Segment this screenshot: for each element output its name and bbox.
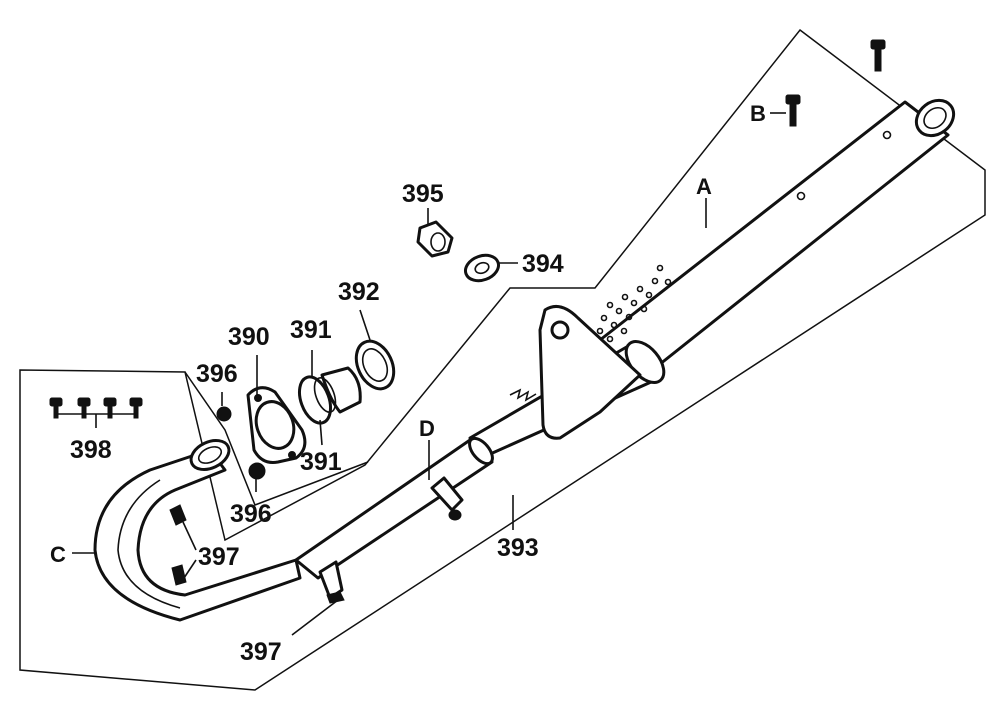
part-394-washer <box>464 253 500 283</box>
label-393: 393 <box>497 534 539 562</box>
leader-392 <box>359 309 371 341</box>
part-395-grommet <box>416 220 454 258</box>
label-391-upper: 391 <box>290 316 332 344</box>
muffler-group-boundary <box>19 28 986 691</box>
label-398: 398 <box>70 436 112 464</box>
header-pipe-outer <box>93 448 302 622</box>
part-396-nut-lower <box>248 462 266 480</box>
letter-b: B <box>750 101 766 126</box>
part-391-collar <box>297 366 362 425</box>
label-392: 392 <box>338 278 380 306</box>
leader-397a <box>182 521 197 551</box>
letter-d: D <box>419 416 435 441</box>
label-395: 395 <box>402 180 444 208</box>
perforated-section <box>596 264 672 343</box>
label-397-upper: 397 <box>198 543 240 571</box>
part-390-flange <box>246 386 307 464</box>
leader-397b <box>183 559 197 579</box>
part-396-nut-upper <box>216 406 232 422</box>
mid-pipe-clamp <box>430 476 464 512</box>
muffler-body <box>598 100 950 382</box>
bracket-hole <box>550 320 570 340</box>
part-392-gasket <box>354 339 396 391</box>
joint-clamp <box>318 560 344 600</box>
muffler-mount-bracket <box>538 304 642 440</box>
label-397-lower: 397 <box>240 638 282 666</box>
letter-a: A <box>696 174 712 199</box>
header-group-boundary <box>184 371 369 506</box>
label-391-lower: 391 <box>300 448 342 476</box>
muffler-assembly <box>294 98 956 604</box>
part-398-bolts <box>49 397 143 428</box>
label-396-lower: 396 <box>230 500 272 528</box>
leader-391b <box>319 419 323 446</box>
muffler-end-cap <box>914 98 956 138</box>
header-pipe <box>93 438 302 622</box>
leader-397c <box>291 599 339 636</box>
b-bolts <box>785 39 886 127</box>
header-clamp-upper <box>169 504 187 526</box>
header-clamp-lower <box>171 564 187 586</box>
letter-c: C <box>50 542 66 567</box>
label-396-upper: 396 <box>196 360 238 388</box>
label-390: 390 <box>228 323 270 351</box>
label-394: 394 <box>522 250 564 278</box>
